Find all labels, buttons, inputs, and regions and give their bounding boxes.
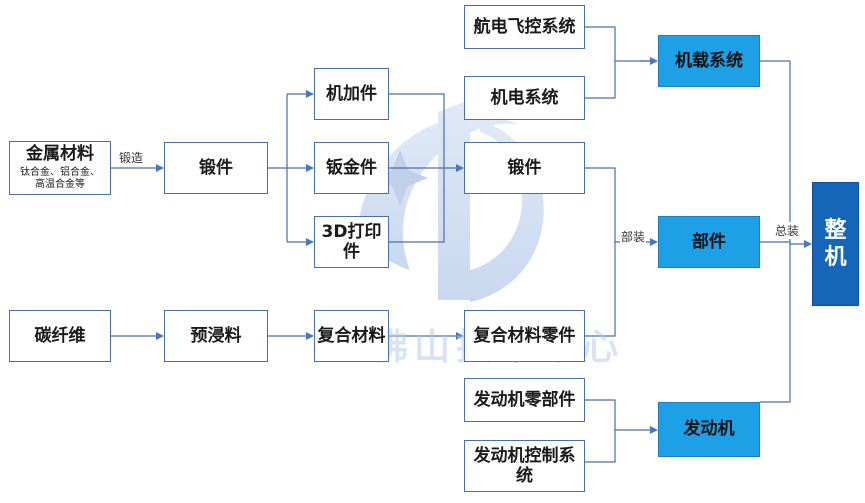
edge-label-final-assembly: 总装 [774, 222, 801, 239]
node-engine: 发动机 [658, 402, 760, 457]
node-forging-1: 锻件 [164, 142, 268, 194]
node-machined-parts: 机加件 [314, 68, 389, 120]
edge-parts-merge [585, 167, 616, 337]
node-electromech: 机电系统 [464, 76, 585, 120]
node-metal-materials: 金属材料 钛合金、铝合金、 高温合金等 [9, 141, 111, 195]
watermark-logo [360, 100, 544, 302]
node-carbon-fiber: 碳纤维 [9, 310, 111, 362]
edge-engine-merge [585, 399, 616, 463]
node-engine-parts: 发动机零部件 [464, 378, 585, 422]
node-composite-parts: 复合材料零件 [464, 310, 585, 362]
node-sheet-metal: 钣金件 [314, 142, 389, 194]
node-prepreg: 预浸料 [164, 310, 268, 362]
node-airborne-systems: 机载系统 [658, 35, 760, 87]
edge-forging-branch [268, 94, 288, 242]
node-metal-title: 金属材料 [26, 144, 94, 165]
node-forging-2: 锻件 [464, 142, 585, 194]
edge-label-forge: 锻造 [118, 149, 145, 166]
edge-avionics-merge [585, 26, 657, 99]
node-composite-material: 复合材料 [314, 310, 389, 362]
edge-label-assemble-parts: 部装 [620, 228, 647, 245]
node-avionics: 航电飞控系统 [464, 5, 585, 49]
node-3d-printed: 3D打印件 [314, 216, 389, 268]
node-engine-control: 发动机控制系统 [464, 440, 585, 492]
node-metal-subtitle: 钛合金、铝合金、 高温合金等 [20, 166, 100, 191]
node-components: 部件 [658, 216, 760, 268]
node-aircraft: 整 机 [812, 182, 859, 306]
edge-machined-merge [389, 93, 445, 168]
edge-3d-merge [389, 168, 445, 243]
